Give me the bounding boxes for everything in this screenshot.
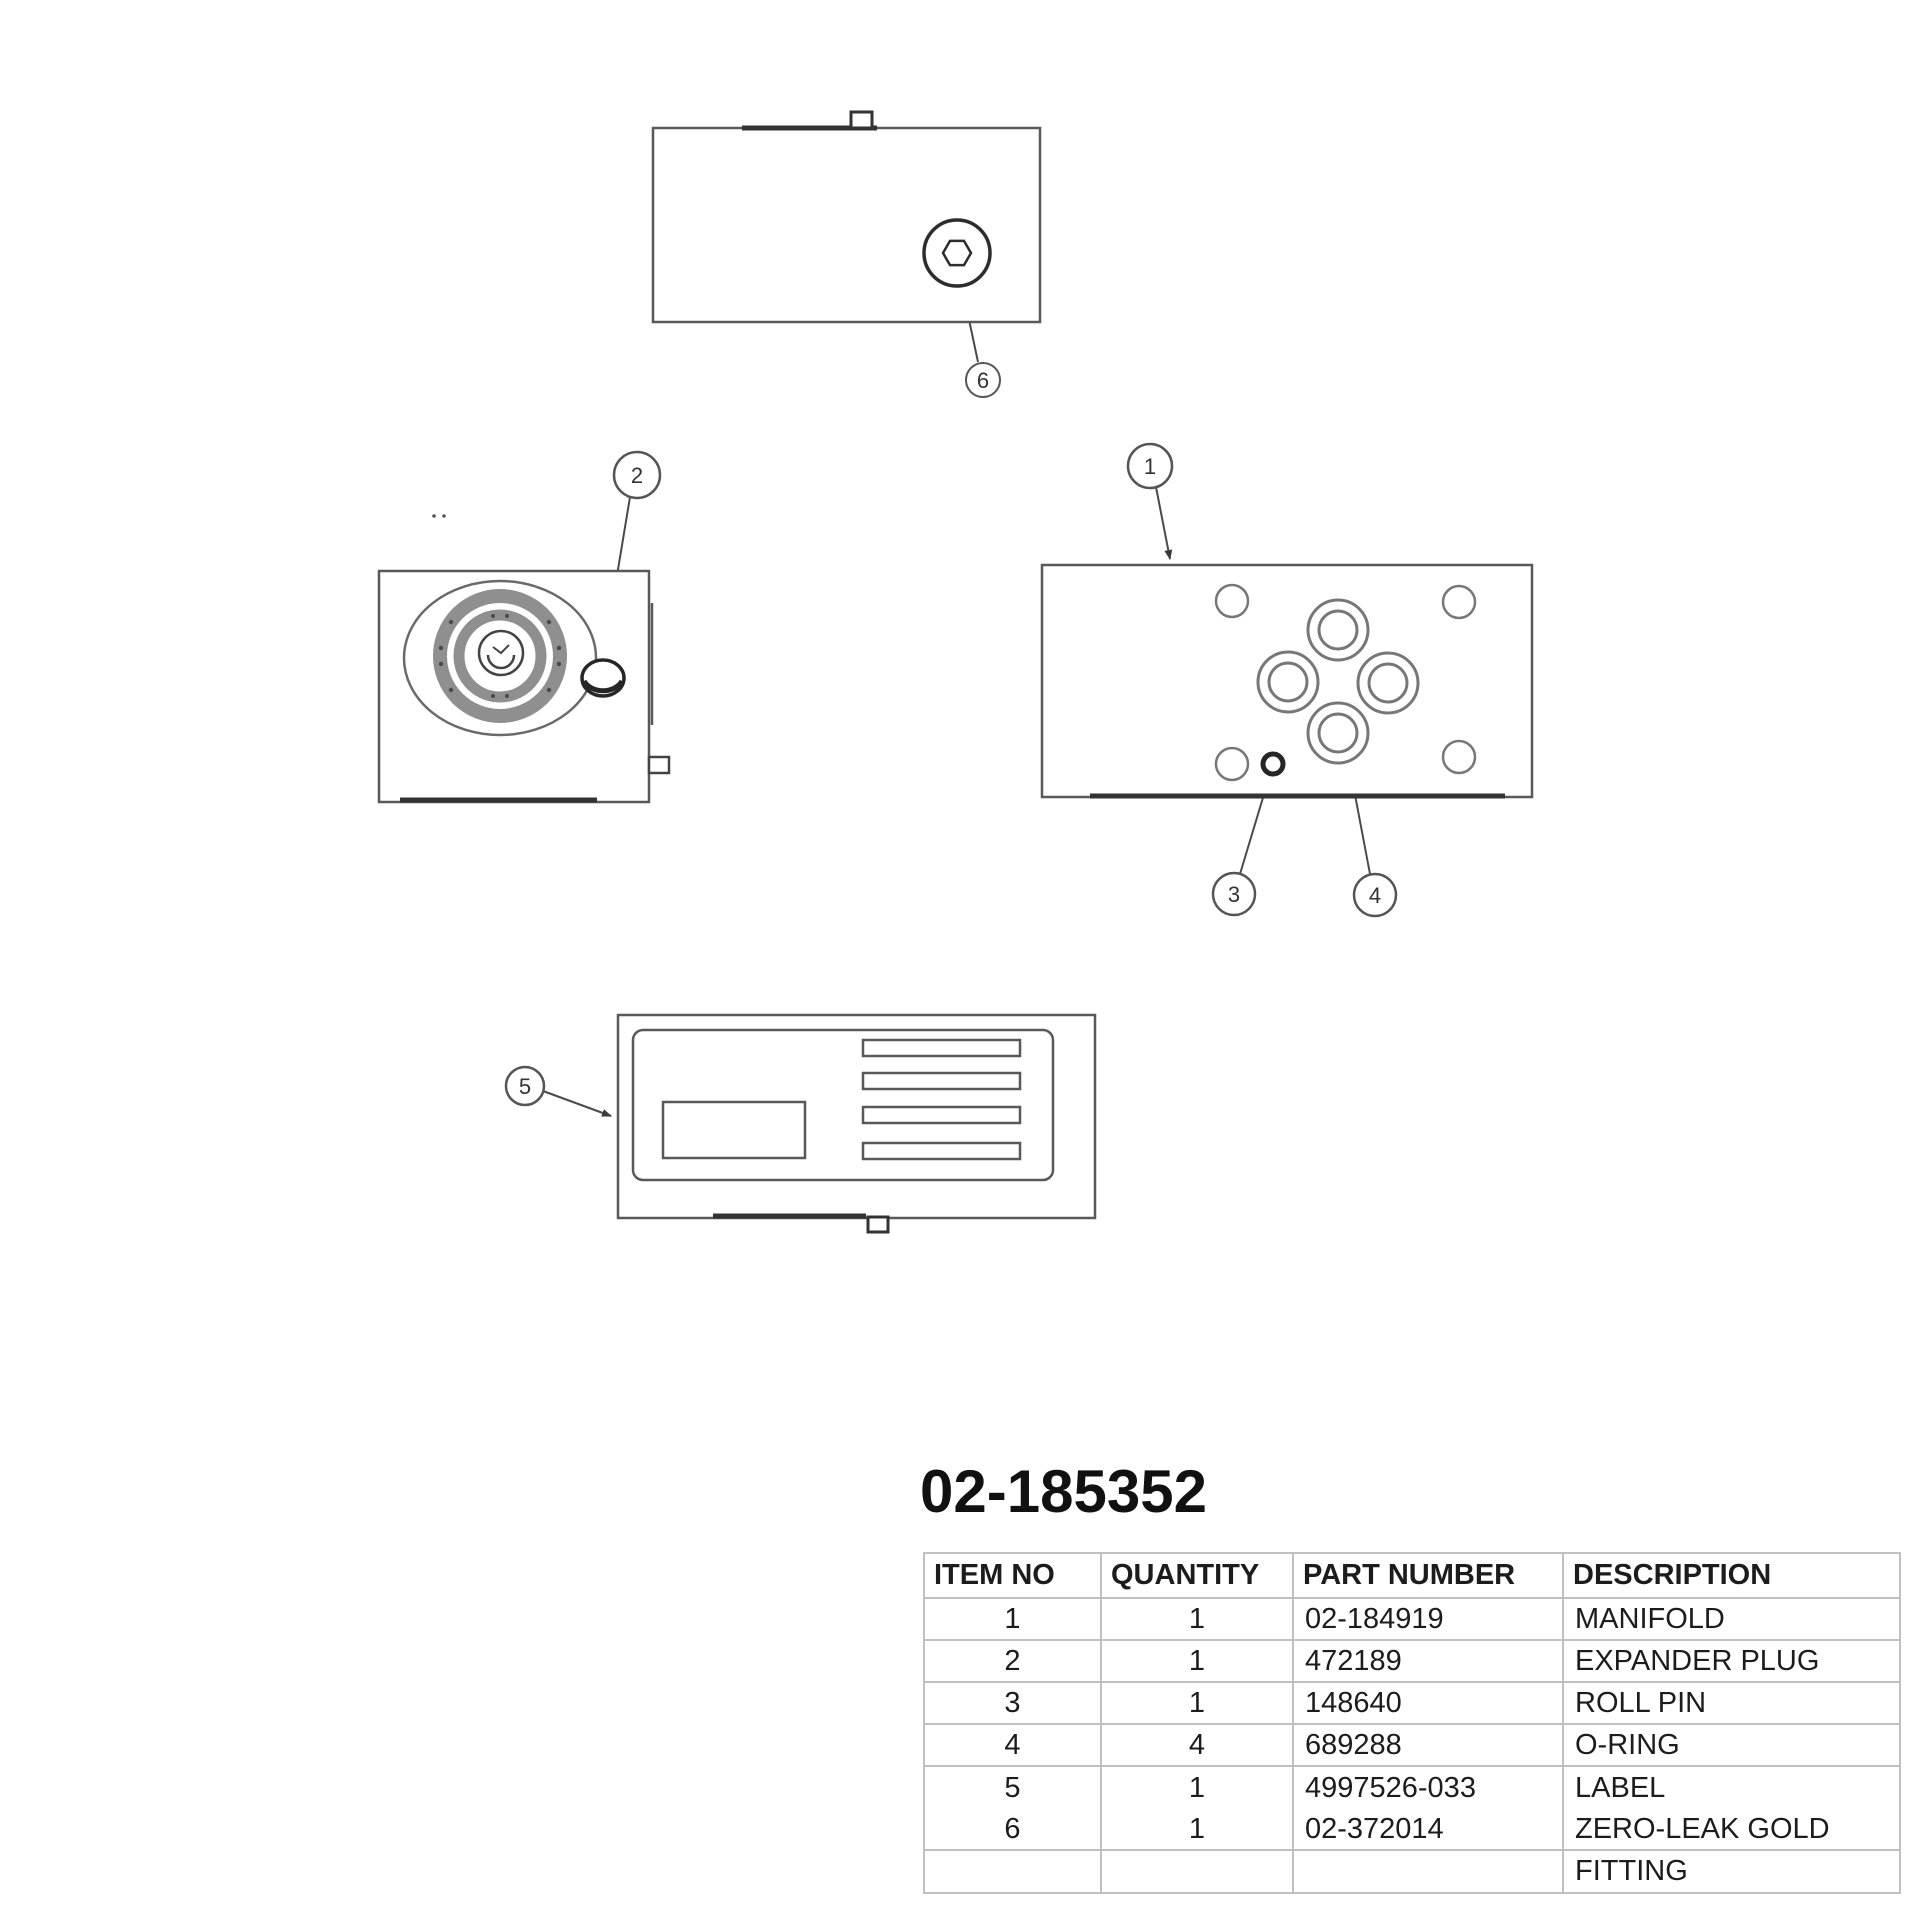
table-cell-part: 02-372014 (1294, 1809, 1564, 1851)
view-manifold-face: 1 3 4 (1040, 442, 1534, 918)
label-face-bottom-tab (866, 1215, 890, 1234)
callout-1-label: 1 (1144, 454, 1156, 479)
assembly-number-title: 02-185352 (920, 1458, 1207, 1525)
table-cell-part (1294, 1851, 1564, 1892)
oring-port-top (1306, 598, 1370, 662)
table-cell-desc: LABEL (1575, 1771, 1666, 1804)
view-label-face: 5 (504, 1013, 1097, 1234)
label-text-bar (861, 1141, 1022, 1161)
col-header-part-number: PART NUMBER (1294, 1554, 1564, 1599)
label-text-bar (861, 1105, 1022, 1125)
oring-port-bottom (1306, 701, 1370, 765)
callout-5-label: 5 (519, 1074, 531, 1099)
oring-port-right (1356, 651, 1420, 715)
side-plate-top-tab (849, 110, 874, 130)
table-cell-qty: 1 (1102, 1767, 1294, 1809)
table-cell-qty: 4 (1102, 1725, 1294, 1767)
oring-port-left (1256, 650, 1320, 714)
end-plate-side-tab (647, 755, 671, 775)
table-cell-desc: FITTING (1575, 1855, 1688, 1887)
side-plate-outline (651, 126, 1042, 324)
table-cell-part: 02-184919 (1294, 1599, 1564, 1641)
parts-table: ITEM NO QUANTITY PART NUMBER DESCRIPTION… (923, 1552, 1901, 1894)
callout-6-label: 6 (977, 368, 989, 393)
roll-pin-hole (1260, 751, 1286, 777)
view-end-plug: 2 (377, 450, 671, 804)
callout-5-balloon (504, 1065, 546, 1107)
seal-ring-inner (453, 609, 547, 703)
col-header-quantity: QUANTITY (1102, 1554, 1294, 1599)
table-cell-qty: 1 (1102, 1809, 1294, 1851)
callout-2-balloon (612, 450, 662, 500)
leader-line-5 (542, 1090, 612, 1117)
table-cell-desc: O-RING (1564, 1725, 1899, 1767)
table-cell-desc: EXPANDER PLUG (1564, 1641, 1899, 1683)
table-cell-desc: ZERO-LEAK GOLD (1564, 1809, 1899, 1851)
stray-dot (432, 514, 436, 518)
fitting-port-circle (922, 218, 992, 288)
seal-ring-outer (433, 589, 567, 723)
col-header-item-no: ITEM NO (925, 1554, 1102, 1599)
callout-6-balloon (965, 362, 1001, 398)
table-cell-qty: 1 (1102, 1683, 1294, 1725)
callout-1-balloon (1126, 442, 1174, 490)
table-cell-item: 5 (925, 1767, 1102, 1809)
table-cell-qty (1102, 1851, 1294, 1892)
table-cell-item: 3 (925, 1683, 1102, 1725)
table-cell-part: 4997526-033 (1294, 1767, 1564, 1809)
label-text-bar (861, 1071, 1022, 1091)
stray-dot (442, 514, 446, 518)
center-insert-cup-arc (486, 654, 516, 670)
table-cell-item: 6 (925, 1809, 1102, 1851)
callout-4-label: 4 (1369, 883, 1381, 908)
table-cell-item (925, 1851, 1102, 1892)
callout-3-label: 3 (1228, 882, 1240, 907)
label-outline (631, 1028, 1055, 1182)
leader-line-1 (1155, 486, 1173, 560)
label-text-bar (861, 1038, 1022, 1058)
col-header-description: DESCRIPTION (1564, 1554, 1899, 1599)
seal-ring-speckles (438, 614, 562, 698)
callout-2-label: 2 (631, 463, 643, 488)
label-logo-box (661, 1100, 807, 1160)
mounting-hole (1441, 584, 1477, 620)
view-side-plate: 6 (651, 110, 1042, 398)
mounting-hole (1441, 739, 1477, 775)
table-cell-qty: 1 (1102, 1641, 1294, 1683)
table-cell-item: 4 (925, 1725, 1102, 1767)
table-cell-part: 689288 (1294, 1725, 1564, 1767)
fitting-hex-socket (941, 239, 973, 267)
callout-4-balloon (1352, 872, 1398, 918)
mounting-hole (1214, 583, 1250, 619)
mounting-hole (1214, 746, 1250, 782)
center-insert-mark (492, 644, 510, 655)
table-cell-desc: ROLL PIN (1564, 1683, 1899, 1725)
manifold-outline (1040, 563, 1534, 799)
callout-3-balloon (1211, 871, 1257, 917)
table-cell-desc: MANIFOLD (1564, 1599, 1899, 1641)
table-cell-item: 1 (925, 1599, 1102, 1641)
table-cell-part: 148640 (1294, 1683, 1564, 1725)
bore-outer-circle (402, 579, 598, 737)
expander-plug-thick-arc (581, 679, 625, 694)
table-cell-qty: 1 (1102, 1599, 1294, 1641)
table-cell-item: 2 (925, 1641, 1102, 1683)
table-cell-part: 472189 (1294, 1641, 1564, 1683)
label-face-outline (616, 1013, 1097, 1220)
